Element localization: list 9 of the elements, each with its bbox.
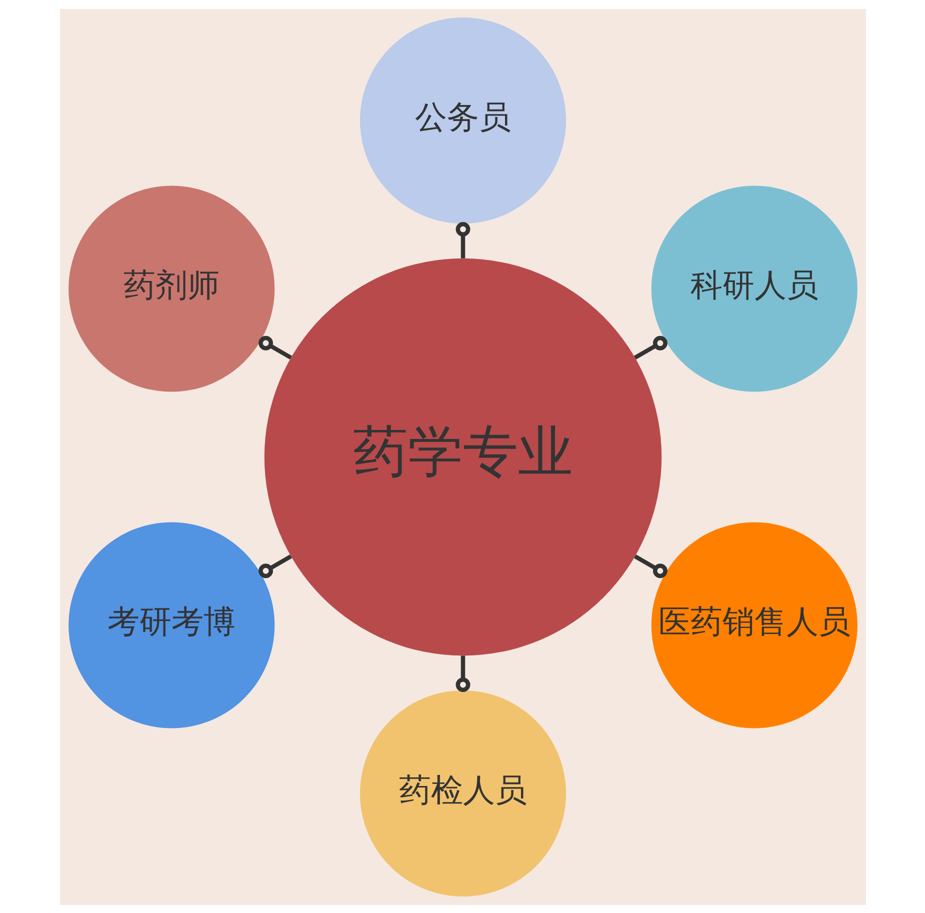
connector bbox=[633, 554, 667, 578]
connector bbox=[455, 655, 470, 692]
node-circle: 药学专业 bbox=[264, 258, 662, 656]
node-circle: 药检人员 bbox=[359, 690, 566, 896]
connector bbox=[258, 554, 292, 578]
connector bbox=[455, 222, 470, 258]
connector bbox=[258, 335, 292, 360]
node-circle: 公务员 bbox=[359, 17, 566, 224]
connector bbox=[633, 335, 667, 360]
